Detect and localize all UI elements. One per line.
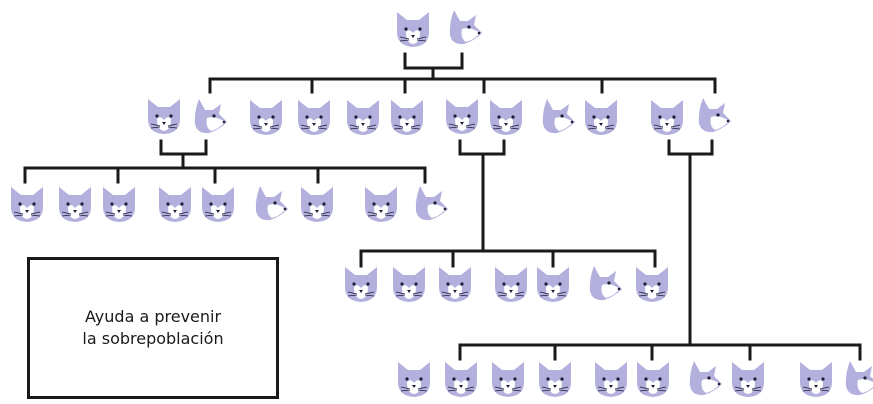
cat-face-icon bbox=[59, 187, 91, 222]
cat-face-icon bbox=[492, 362, 524, 397]
cat-face-icon bbox=[298, 100, 330, 135]
cat-face-icon bbox=[537, 267, 569, 302]
cat-face-icon bbox=[439, 267, 471, 302]
cat-face-icon bbox=[800, 362, 832, 397]
cat-face-icon bbox=[365, 187, 397, 222]
cat-face-icon bbox=[651, 100, 683, 135]
cat-profile-icon bbox=[255, 186, 288, 221]
cat-face-icon bbox=[637, 362, 669, 397]
cat-face-icon bbox=[393, 267, 425, 302]
cat-face-icon bbox=[446, 99, 478, 134]
cat-face-icon bbox=[103, 187, 135, 222]
cat-profile-icon bbox=[449, 10, 482, 45]
cat-face-icon bbox=[732, 362, 764, 397]
cat-face-icon bbox=[539, 362, 571, 397]
cat-profile-icon bbox=[689, 361, 722, 396]
cat-face-icon bbox=[250, 100, 282, 135]
cat-face-icon bbox=[595, 362, 627, 397]
cat-face-icon bbox=[347, 100, 379, 135]
cat-face-icon bbox=[345, 267, 377, 302]
connector-lines bbox=[23, 52, 862, 361]
cat-face-icon bbox=[301, 187, 333, 222]
cat-profile-icon bbox=[845, 361, 873, 396]
cat-face-icon bbox=[445, 362, 477, 397]
cat-profile-icon bbox=[542, 99, 575, 134]
cat-face-icon bbox=[202, 187, 234, 222]
cat-face-icon bbox=[490, 100, 522, 135]
caption-line-1: Ayuda a prevenir bbox=[84, 307, 222, 326]
cat-face-icon bbox=[159, 187, 191, 222]
cat-profile-icon bbox=[589, 266, 622, 301]
cat-icons bbox=[11, 10, 873, 397]
cat-face-icon bbox=[391, 100, 423, 135]
cat-profile-icon bbox=[194, 99, 227, 134]
cat-face-icon bbox=[11, 187, 43, 222]
caption-line-2: la sobrepoblación bbox=[82, 329, 224, 348]
caption-box: Ayuda a prevenir la sobrepoblación bbox=[27, 257, 279, 399]
cat-face-icon bbox=[585, 100, 617, 135]
cat-profile-icon bbox=[415, 186, 448, 221]
cat-face-icon bbox=[397, 12, 429, 47]
cat-profile-icon bbox=[698, 98, 731, 133]
cat-face-icon bbox=[398, 362, 430, 397]
cat-face-icon bbox=[636, 267, 668, 302]
cat-face-icon bbox=[495, 267, 527, 302]
cat-face-icon bbox=[148, 99, 180, 134]
